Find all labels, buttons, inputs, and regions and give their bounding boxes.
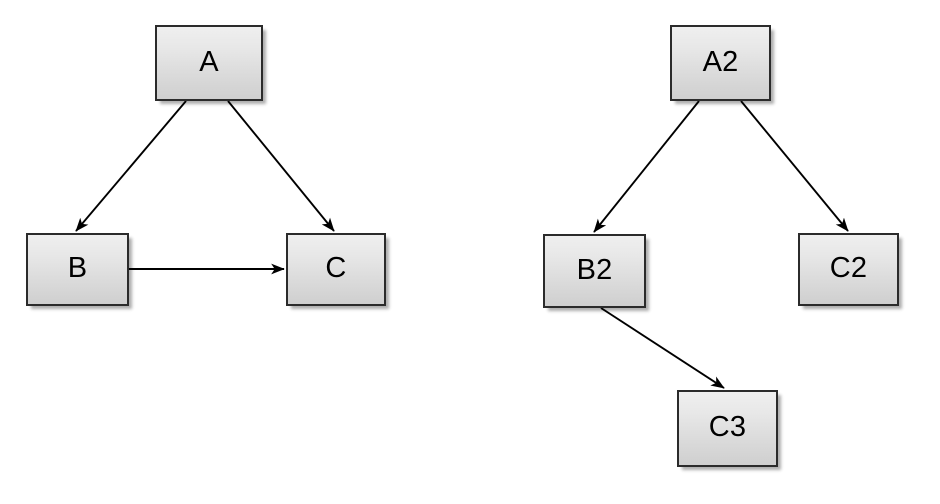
edge-a-to-c[interactable] [227, 100, 335, 232]
node-c[interactable]: C [286, 233, 386, 306]
node-a2[interactable]: A2 [670, 25, 771, 101]
edge-b2-to-c3[interactable] [600, 307, 725, 389]
node-label: A [199, 45, 219, 78]
node-label: C3 [708, 411, 747, 443]
node-label: B [67, 252, 88, 284]
node-b2[interactable]: B2 [543, 234, 646, 308]
node-c3[interactable]: C3 [677, 390, 778, 467]
node-label: C [325, 252, 347, 284]
node-b[interactable]: B [26, 233, 129, 306]
node-label: B2 [576, 253, 613, 286]
edge-a2-to-c2[interactable] [740, 100, 849, 232]
node-a[interactable]: A [155, 25, 263, 101]
node-c2[interactable]: C2 [798, 233, 899, 306]
edge-a-to-b[interactable] [75, 100, 187, 232]
node-label: C2 [829, 252, 868, 284]
edge-a2-to-b2[interactable] [593, 100, 700, 233]
node-label: A2 [702, 45, 739, 78]
